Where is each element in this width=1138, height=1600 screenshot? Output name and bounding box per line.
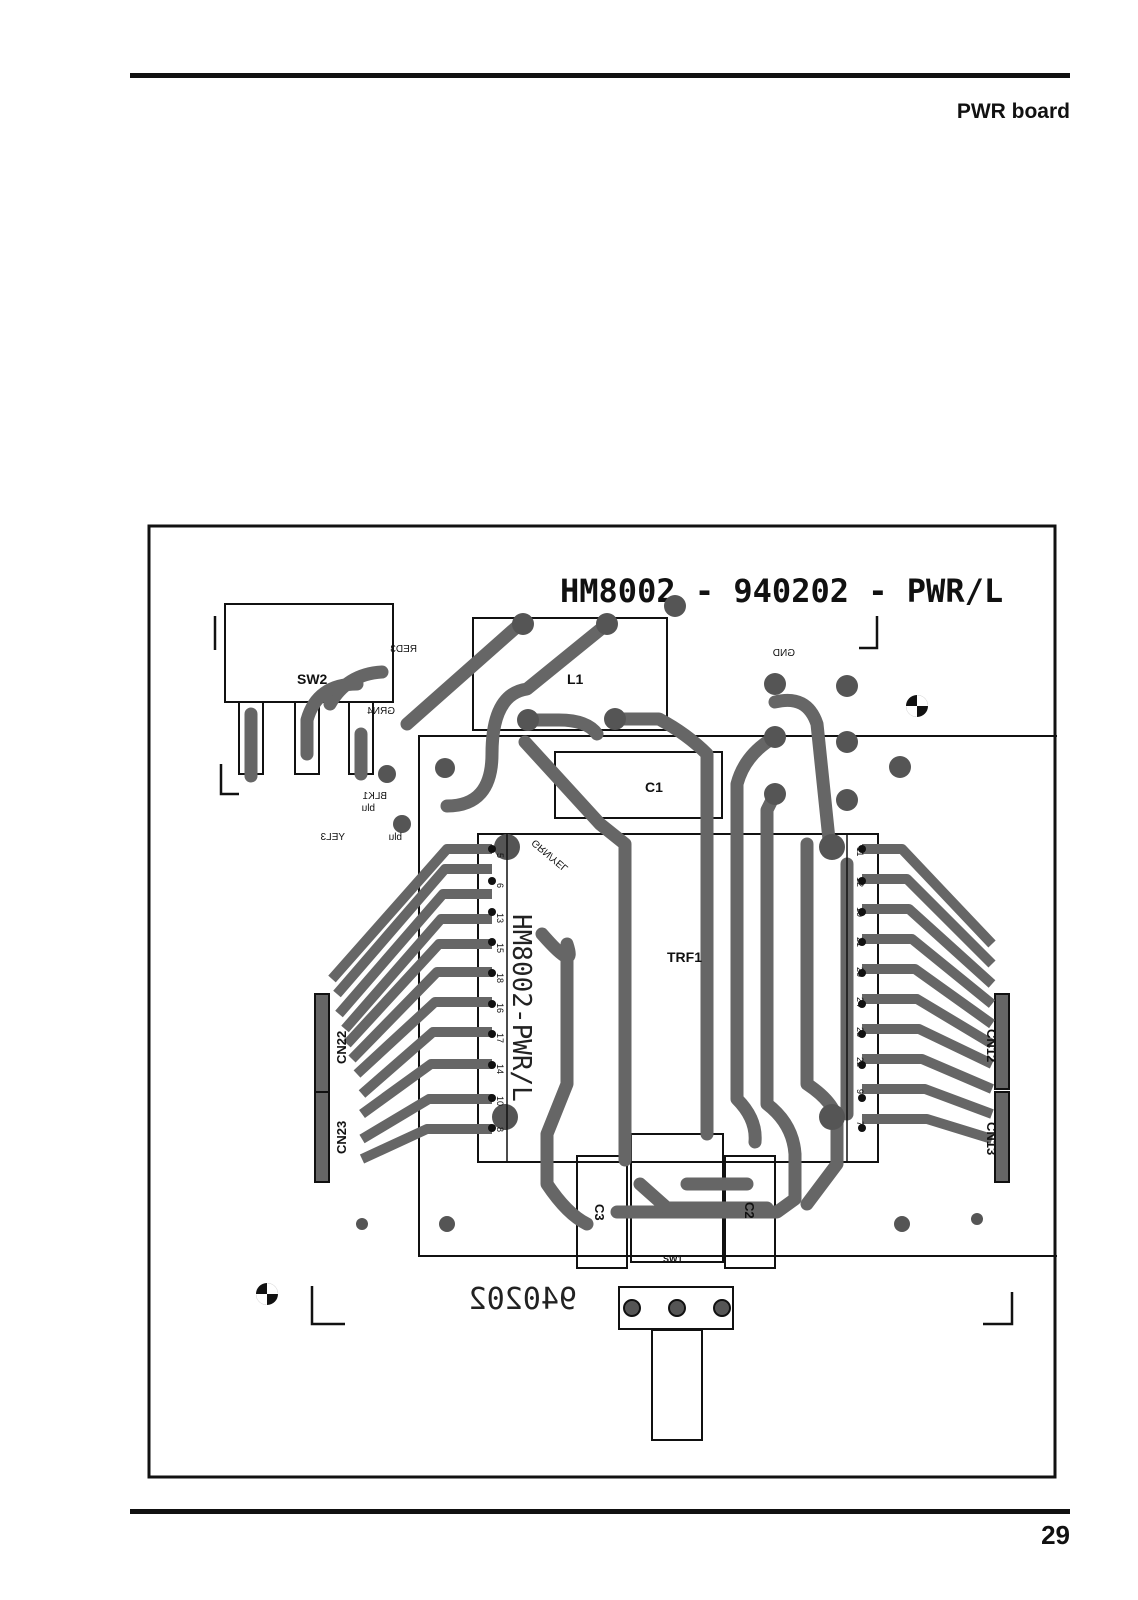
cn13-outline (994, 1091, 1010, 1183)
grn-label: GRN4 (367, 706, 395, 717)
svg-text:10: 10 (495, 1096, 505, 1106)
copper-traces (244, 617, 854, 1231)
svg-text:14: 14 (495, 1064, 505, 1074)
c2-label: C2 (742, 1202, 757, 1219)
yel-label: YEL3 (320, 832, 345, 843)
mirrored-code: 940202 (469, 1282, 577, 1317)
c1-label: C1 (645, 779, 663, 795)
transformer-text: HM8002-PWR/L (506, 914, 536, 1102)
cn12-label: CN12 (984, 1029, 999, 1062)
registration-target-icon (256, 1283, 278, 1305)
svg-text:7: 7 (855, 1121, 865, 1126)
svg-text:6: 6 (495, 883, 505, 888)
left-pin-numbers: 5 6 13 15 18 16 17 14 10 8 (495, 853, 505, 1132)
svg-text:19: 19 (855, 907, 865, 917)
svg-text:9: 9 (855, 1089, 865, 1094)
left-fan-traces (328, 844, 492, 1164)
svg-text:11: 11 (855, 847, 865, 856)
c1-outline (554, 751, 723, 819)
svg-text:23: 23 (855, 1027, 865, 1037)
cn13-label: CN13 (984, 1122, 999, 1155)
solder-pads (356, 595, 983, 1232)
cn22-label: CN22 (334, 1031, 349, 1064)
svg-text:15: 15 (495, 943, 505, 953)
pot-shaft (651, 1329, 703, 1441)
sw2-outline (224, 603, 394, 703)
svg-text:8: 8 (495, 1127, 505, 1132)
sw1-outline (630, 1133, 724, 1263)
svg-text:12: 12 (855, 877, 865, 887)
cn23-label: CN23 (334, 1121, 349, 1154)
right-pin-numbers: 11 12 19 21 20 24 23 22 9 7 (855, 847, 865, 1126)
trf1-pin-dots (488, 845, 866, 1132)
blu-label: blu (362, 803, 375, 814)
right-fan-traces (862, 844, 996, 1144)
board-title: HM8002 - 940202 - PWR/L (560, 572, 1003, 610)
section-title: PWR board (956, 100, 1070, 123)
trf1-outline (477, 833, 879, 1163)
cn12-outline (994, 993, 1010, 1090)
cn22-outline (314, 993, 330, 1095)
pot-pins (623, 1299, 731, 1317)
svg-text:16: 16 (495, 1003, 505, 1013)
svg-text:13: 13 (495, 913, 505, 923)
registration-target-icon (906, 695, 928, 717)
corner-marks (213, 616, 1014, 1326)
svg-text:22: 22 (855, 1057, 865, 1067)
sw1-label: SW1 (663, 1254, 683, 1264)
sw2-label: SW2 (297, 671, 328, 687)
svg-text:5: 5 (495, 853, 505, 858)
trf1-label: TRF1 (667, 949, 702, 965)
svg-text:20: 20 (855, 967, 865, 977)
gnd-label: GND (773, 648, 795, 659)
svg-text:21: 21 (855, 937, 865, 947)
page-number: 29 (1041, 1520, 1070, 1550)
c3-label: C3 (592, 1204, 607, 1221)
svg-text:24: 24 (855, 997, 865, 1007)
blu-label-2: blu (389, 832, 402, 843)
red-label: RED3 (390, 644, 417, 655)
l1-label: L1 (567, 671, 584, 687)
figure-border (147, 524, 1057, 1479)
grn-yel-label: GRN/YEL (530, 837, 571, 874)
blk-label: BLK1 (362, 791, 387, 802)
svg-text:17: 17 (495, 1033, 505, 1043)
svg-text:18: 18 (495, 973, 505, 983)
pcb-layout-figure: HM8002 - 940202 - PWR/L (147, 524, 1057, 1479)
bottom-rule (130, 1509, 1070, 1514)
trf1-inner-lines (506, 834, 848, 1162)
top-rule (130, 73, 1070, 78)
cn23-outline (314, 1091, 330, 1183)
